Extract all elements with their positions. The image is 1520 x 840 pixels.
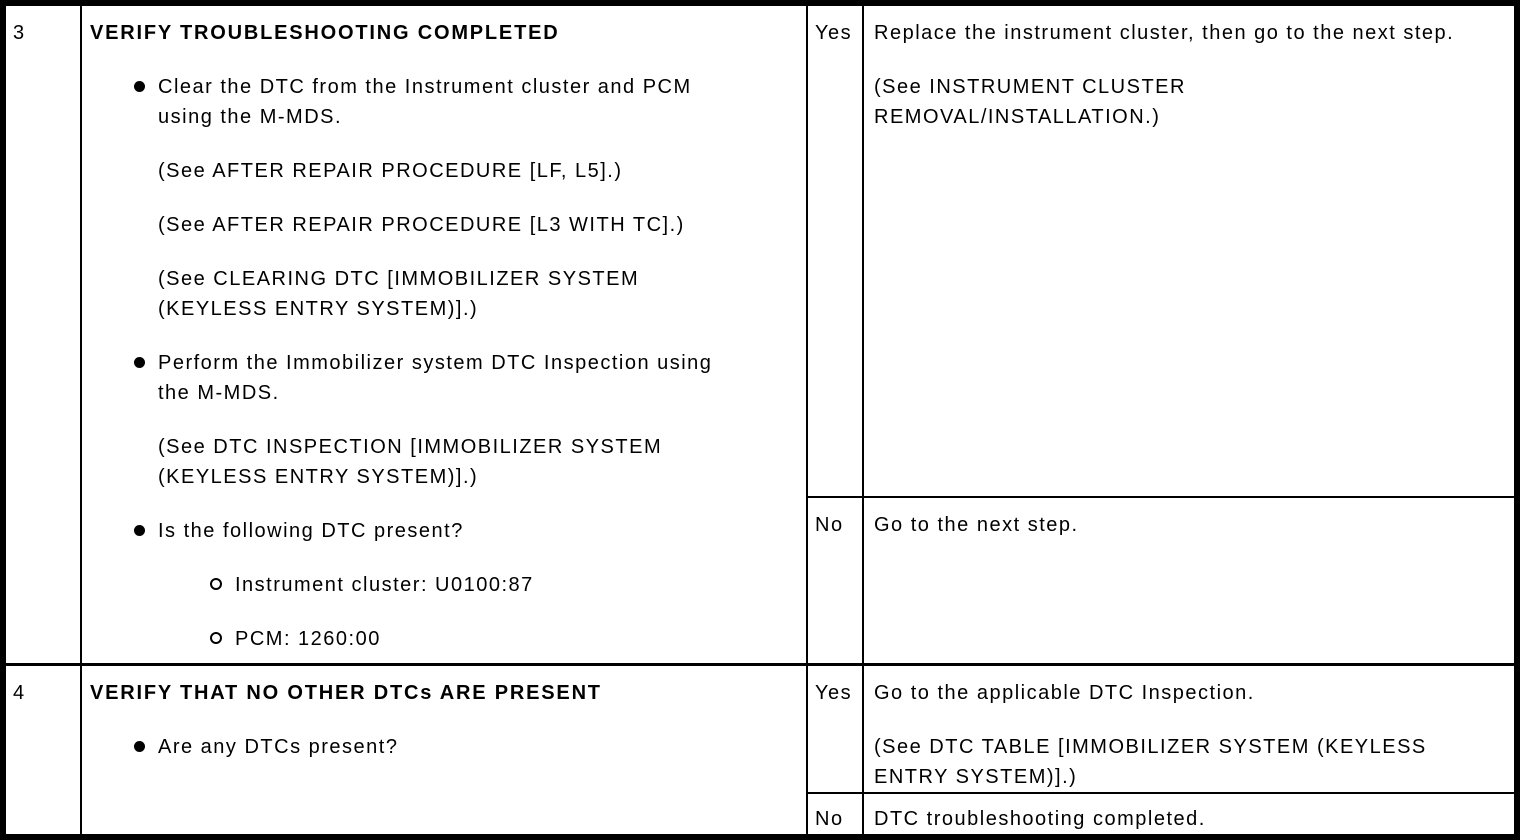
yes-label: Yes	[808, 666, 864, 792]
action-bullet-item: Are any DTCs present?	[90, 732, 794, 762]
reference-note: (See AFTER REPAIR PROCEDURE [L3 WITH TC]…	[158, 214, 685, 236]
no-label: No	[808, 498, 864, 663]
reference-note: (See DTC INSPECTION [IMMOBILIZER SYSTEM …	[158, 436, 663, 488]
table-row-step-4: 4 VERIFY THAT NO OTHER DTCs ARE PRESENT …	[6, 666, 1514, 834]
no-label: No	[808, 794, 864, 834]
branches: Yes Go to the applicable DTC Inspection.…	[808, 666, 1514, 834]
action-sub-bullet-item: Instrument cluster: U0100:87	[90, 570, 794, 600]
result-cell: Go to the next step.	[864, 498, 1514, 663]
result-paragraph: DTC troubleshooting completed.	[874, 808, 1206, 830]
result-cell: DTC troubleshooting completed.	[864, 794, 1514, 834]
action-bullet-text: Are any DTCs present?	[158, 736, 399, 758]
circle-bullet-icon	[210, 632, 222, 644]
bullet-icon	[134, 525, 145, 536]
action-sub-bullet-item: PCM: 1260:00	[90, 624, 794, 654]
result-paragraph: Go to the applicable DTC Inspection.	[874, 682, 1255, 704]
action-bullet-text: Perform the Immobilizer system DTC Inspe…	[158, 352, 713, 404]
bullet-icon	[134, 741, 145, 752]
result-cell: Go to the applicable DTC Inspection. (Se…	[864, 666, 1514, 792]
result-paragraph: (See INSTRUMENT CLUSTER REMOVAL/INSTALLA…	[874, 76, 1186, 128]
step-number: 4	[6, 666, 82, 834]
action-bullet-text: Clear the DTC from the Instrument cluste…	[158, 76, 692, 128]
bullet-icon	[134, 357, 145, 368]
action-title: VERIFY TROUBLESHOOTING COMPLETED	[90, 22, 560, 44]
result-paragraph: (See DTC TABLE [IMMOBILIZER SYSTEM (KEYL…	[874, 736, 1427, 788]
circle-bullet-icon	[210, 578, 222, 590]
action-bullet-text: Is the following DTC present?	[158, 520, 464, 542]
reference-note: (See CLEARING DTC [IMMOBILIZER SYSTEM (K…	[158, 268, 640, 320]
no-branch: No Go to the next step.	[808, 498, 1514, 663]
action-bullet-item: Perform the Immobilizer system DTC Inspe…	[90, 348, 794, 408]
result-paragraph: Go to the next step.	[874, 514, 1079, 536]
action-bullet-item: Clear the DTC from the Instrument cluste…	[90, 72, 794, 132]
branches: Yes Replace the instrument cluster, then…	[808, 6, 1514, 663]
result-cell: Replace the instrument cluster, then go …	[864, 6, 1514, 496]
action-title: VERIFY THAT NO OTHER DTCs ARE PRESENT	[90, 682, 602, 704]
action-cell: VERIFY THAT NO OTHER DTCs ARE PRESENT Ar…	[82, 666, 808, 834]
yes-branch: Yes Replace the instrument cluster, then…	[808, 6, 1514, 498]
yes-label: Yes	[808, 6, 864, 496]
action-bullet-item: Is the following DTC present?	[90, 516, 794, 546]
reference-note: (See AFTER REPAIR PROCEDURE [LF, L5].)	[158, 160, 623, 182]
bullet-icon	[134, 81, 145, 92]
result-paragraph: Replace the instrument cluster, then go …	[874, 22, 1455, 44]
yes-branch: Yes Go to the applicable DTC Inspection.…	[808, 666, 1514, 794]
action-cell: VERIFY TROUBLESHOOTING COMPLETED Clear t…	[82, 6, 808, 663]
sub-bullet-text: Instrument cluster: U0100:87	[235, 574, 534, 596]
sub-bullet-text: PCM: 1260:00	[235, 628, 381, 650]
table-row-step-3: 3 VERIFY TROUBLESHOOTING COMPLETED Clear…	[6, 6, 1514, 666]
step-number: 3	[6, 6, 82, 663]
no-branch: No DTC troubleshooting completed.	[808, 794, 1514, 834]
